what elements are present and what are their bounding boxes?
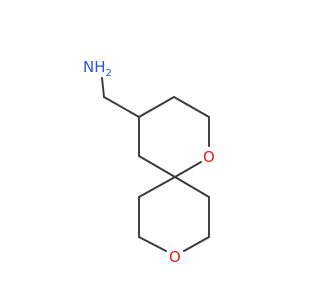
amine-nh-text: NH	[83, 58, 106, 76]
bond-c11-spiro	[138, 176, 176, 198]
ring-oxygen-1-label: O	[203, 148, 215, 166]
amine-subscript: 2	[106, 68, 112, 79]
bond-ch2-c4	[103, 96, 140, 118]
amine-label: NH2	[83, 58, 112, 79]
bond-o1-spiro	[174, 161, 202, 178]
bond-c3-c2	[173, 96, 210, 118]
molecule-diagram: NH2 O O	[83, 58, 215, 266]
bond-c8-o9	[183, 236, 210, 252]
bond-spiro-c7	[174, 176, 210, 198]
bond-c4-c3	[138, 96, 175, 118]
ring-oxygen-2-label: O	[169, 248, 181, 266]
bond-spiro-c5	[138, 155, 176, 178]
bond-n-ch2	[101, 77, 105, 98]
structure-canvas: NH2 O O	[83, 58, 215, 266]
bond-o9-c10	[138, 236, 167, 252]
